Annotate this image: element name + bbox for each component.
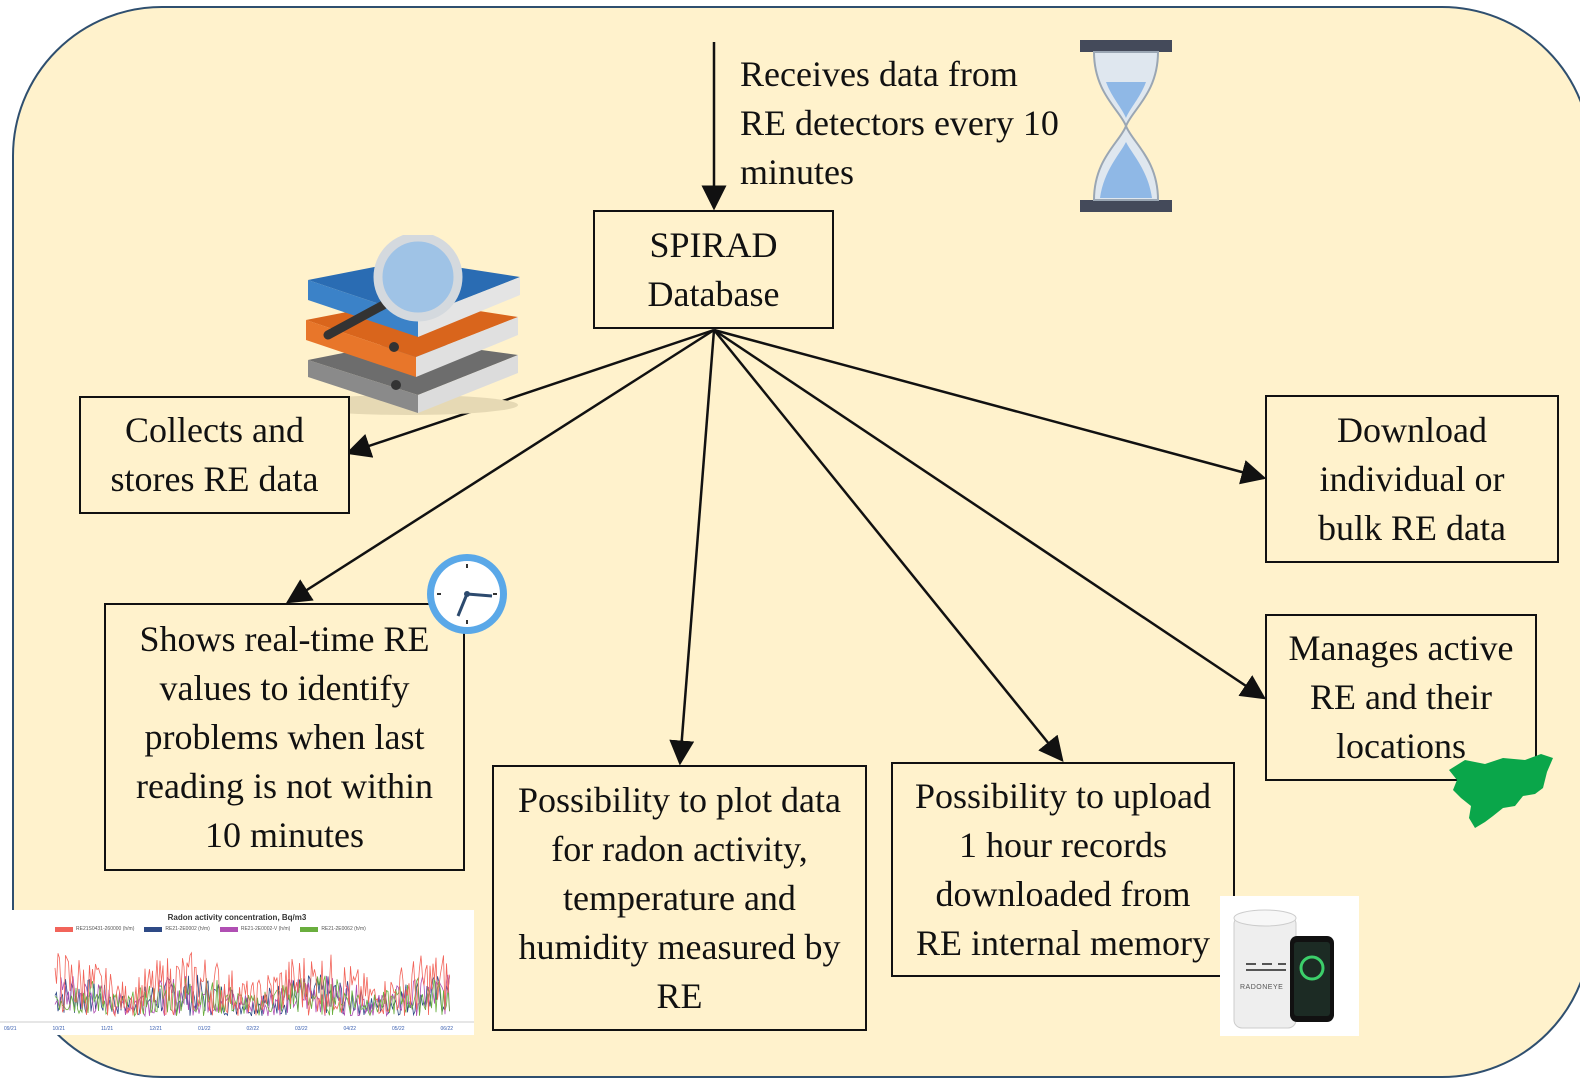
manages-box: Manages active RE and their locations <box>1265 614 1537 781</box>
arrow-download <box>713 328 1267 485</box>
collects-stores-box: Collects and stores RE data <box>79 396 350 514</box>
bulgaria-map-icon <box>1449 754 1553 828</box>
mini-legend-swatch <box>219 926 238 932</box>
realtime-box: Shows real-time RE values to identify pr… <box>104 603 465 871</box>
plot-box: Possibility to plot data for radon activ… <box>492 765 867 1031</box>
mini-legend-item: RE21-2E0002 (h/m) <box>144 926 210 932</box>
mini-legend-item: RE21S0431-260000 (h/m) <box>55 926 134 932</box>
mini-legend-label: RE21S0431-260000 (h/m) <box>76 926 135 932</box>
mini-x-tick-label: 01/22 <box>198 1026 211 1032</box>
radon-detector-photo: RADONEYE <box>1220 896 1359 1036</box>
mini-chart-plot: 09/21 10/21 11/21 12/21 01/22 02/22 03/22 04/22… <box>0 951 474 1032</box>
upload-box: Possibility to upload 1 hour records dow… <box>891 762 1235 977</box>
arrow-manage <box>713 328 1267 700</box>
mini-x-tick-label: 12/21 <box>150 1026 163 1032</box>
hourglass-icon <box>1080 40 1172 212</box>
mini-x-tick-label: 02/22 <box>247 1026 260 1032</box>
mini-x-tick-label: 09/21 <box>4 1026 17 1032</box>
arrow-collect <box>345 328 715 458</box>
mini-legend-label: RE21-2E0062 (h/m) <box>321 926 366 932</box>
mini-x-tick-label: 05/22 <box>392 1026 405 1032</box>
radon-mini-chart: Radon activity concentration, Bq/m3 RE21… <box>0 910 474 1035</box>
arrow-realtime <box>285 328 715 604</box>
mini-chart-title: Radon activity concentration, Bq/m3 <box>167 913 307 922</box>
mini-legend-swatch <box>144 926 163 932</box>
mini-legend-item: RE21-2E0062 (h/m) <box>300 926 366 932</box>
mini-legend-label: RE21-2E0002 (h/m) <box>165 926 210 932</box>
mini-legend-item: RE21-2E0002-V (h/m) <box>219 926 291 932</box>
intro-text: Receives data from RE detectors every 10… <box>740 54 1059 192</box>
mini-x-tick-label: 11/21 <box>101 1026 113 1032</box>
device-label: RADONEYE <box>1240 984 1284 991</box>
spirad-database-box: SPIRAD Database <box>593 210 834 329</box>
mini-legend-label: RE21-2E0002-V (h/m) <box>240 926 291 932</box>
mini-series-line <box>54 974 450 1018</box>
download-box: Download individual or bulk RE data <box>1265 395 1559 563</box>
mini-x-tick-label: 04/22 <box>344 1026 357 1032</box>
arrow-upload <box>713 329 1064 762</box>
mini-legend-swatch <box>300 926 319 932</box>
mini-chart-legend: RE21S0431-260000 (h/m) RE21-2E0002 (h/m) R… <box>55 926 366 932</box>
mini-x-tick-label: 06/22 <box>441 1026 454 1032</box>
clock-icon <box>427 554 507 634</box>
mini-series-line <box>54 951 450 1018</box>
mini-x-tick-label: 10/21 <box>53 1026 66 1032</box>
mini-legend-swatch <box>55 926 73 932</box>
arrow-plot <box>669 329 716 766</box>
mini-x-tick-label: 03/22 <box>295 1026 308 1032</box>
binders-magnifier-icon <box>298 235 520 415</box>
